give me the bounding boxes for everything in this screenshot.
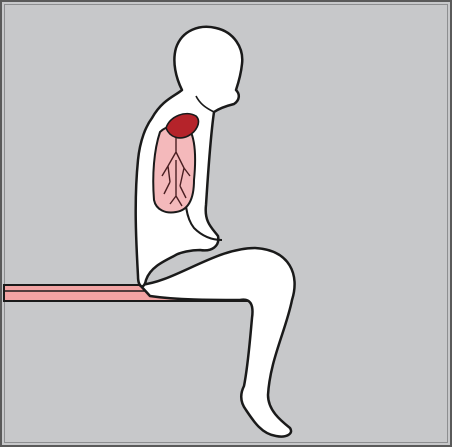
leg [140, 248, 295, 437]
lungs [153, 126, 195, 213]
seated-person [136, 27, 295, 437]
